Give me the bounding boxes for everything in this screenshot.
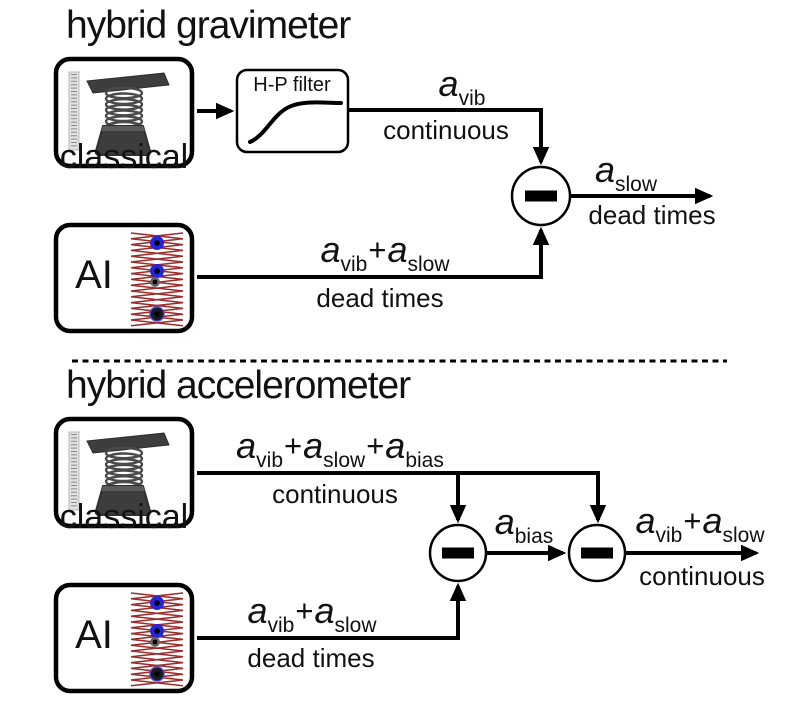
subtract-node — [510, 165, 572, 227]
signal-formula-grav-classical: avib — [438, 63, 486, 110]
classical-box-label: classical — [59, 138, 189, 176]
signal-mode-grav-classical: continuous — [383, 115, 509, 145]
signal-formula-accel-classical: avib+aslow+abias — [236, 425, 444, 472]
accelerometer-section — [53, 416, 760, 694]
filter-to-subtract-line — [348, 108, 550, 166]
signal-mode-accel-output: continuous — [639, 561, 765, 591]
subtract-node-2 — [567, 523, 627, 583]
signal-formula-grav-output: aslow — [594, 149, 658, 196]
signal-mode-accel-classical: continuous — [272, 479, 398, 509]
signal-formula-grav-ai: avib+aslow — [320, 229, 450, 276]
hp-filter-label: H-P filter — [253, 74, 331, 96]
signal-formula-accel-bias: abias — [494, 501, 554, 548]
minus-icon — [581, 547, 613, 559]
signal-formula-accel-ai: avib+aslow — [247, 590, 377, 637]
ai-box — [53, 582, 195, 694]
minus-icon — [442, 547, 474, 559]
minus-icon — [525, 190, 557, 202]
ai-box-label: AI — [75, 253, 113, 297]
signal-formula-accel-output: avib+aslow — [635, 500, 765, 547]
classical-to-subtract2-line — [197, 471, 607, 524]
ai-to-subtract-line — [197, 226, 550, 279]
accelerometer-title: hybrid accelerometer — [66, 364, 411, 407]
gravimeter-section — [53, 56, 714, 334]
signal-mode-grav-ai: dead times — [316, 283, 444, 313]
classical-box-label: classical — [59, 498, 189, 536]
ai-box-label: AI — [75, 613, 113, 657]
signal-mode-grav-output: dead times — [588, 200, 716, 230]
signal-mode-accel-ai: dead times — [247, 643, 375, 673]
ai-box — [53, 222, 195, 334]
gravimeter-title: hybrid gravimeter — [66, 4, 351, 47]
subtract-node-1 — [428, 523, 488, 583]
ai-to-subtract1-line — [197, 582, 467, 640]
hp-filter-curve — [248, 100, 343, 144]
